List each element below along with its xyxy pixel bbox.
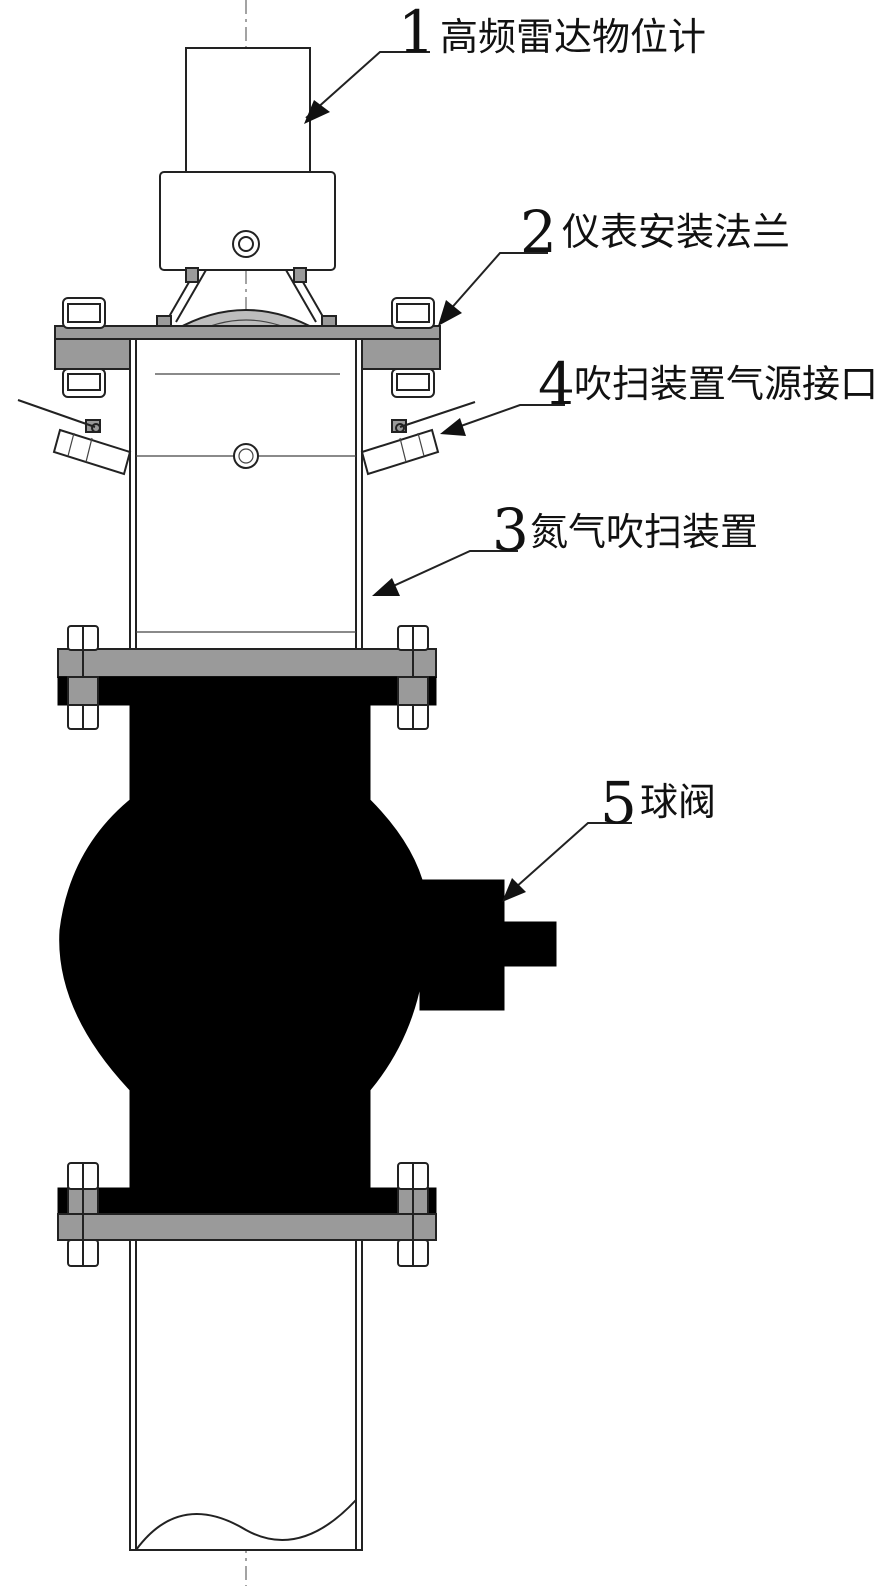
callout-2: 2 仪表安装法兰 — [438, 198, 790, 326]
callout-number-1: 1 — [398, 0, 435, 66]
callout-label-5: 球阀 — [640, 780, 716, 824]
callout-label-1: 高频雷达物位计 — [440, 15, 706, 59]
callout-number-2: 2 — [520, 198, 557, 266]
ball-valve — [57, 676, 557, 1215]
callout-label-3: 氮气吹扫装置 — [530, 510, 758, 554]
callout-number-3: 3 — [492, 496, 529, 564]
purge-inlet-left — [17, 399, 132, 476]
tank-nozzle-pipe — [129, 1239, 363, 1551]
callout-3: 3 氮气吹扫装置 — [372, 496, 758, 596]
callout-label-4: 吹扫装置气源接口 — [574, 362, 878, 406]
instrument-flange — [54, 297, 441, 398]
callout-number-4: 4 — [538, 350, 575, 418]
purge-inlet-right — [360, 401, 476, 476]
callout-number-5: 5 — [600, 769, 637, 837]
callout-1: 1 高频雷达物位计 — [304, 0, 706, 124]
callout-4: 4 吹扫装置气源接口 — [440, 350, 878, 436]
nitrogen-purge-body — [129, 338, 363, 676]
callout-5: 5 球阀 — [502, 769, 716, 902]
callout-label-2: 仪表安装法兰 — [562, 210, 790, 254]
